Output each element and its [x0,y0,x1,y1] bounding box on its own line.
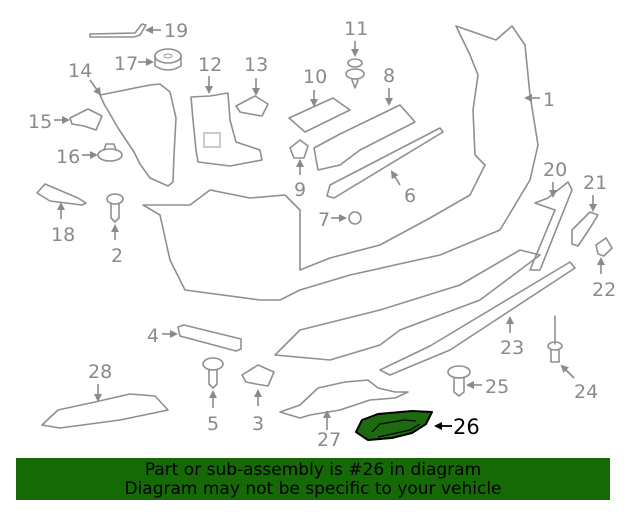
callout-9[interactable]: 9 [294,179,306,201]
callout-19[interactable]: 19 [164,20,188,42]
callout-22[interactable]: 22 [592,279,616,301]
callout-10[interactable]: 10 [303,66,327,88]
part-2-screw [106,193,124,240]
callout-6[interactable]: 6 [404,185,416,207]
callout-23[interactable]: 23 [500,337,524,359]
part-26-tow-eye-cover-highlighted[interactable] [355,410,452,441]
callout-3[interactable]: 3 [252,413,264,435]
part-3-clip [241,364,275,406]
callout-11[interactable]: 11 [344,18,368,40]
banner-line-part-info: Part or sub-assembly is #26 in diagram [144,460,482,480]
part-lower-diffuser [274,249,541,361]
part-27-heat-shield [279,379,409,430]
part-25-screw [447,365,482,397]
callout-2[interactable]: 2 [111,245,123,267]
part-13-clip [235,78,269,117]
part-21-bracket [571,195,599,247]
callout-1[interactable]: 1 [543,89,555,111]
callout-20[interactable]: 20 [543,159,567,181]
part-28-reflector-trim [41,384,169,429]
callout-21[interactable]: 21 [583,172,607,194]
info-banner: Part or sub-assembly is #26 in diagram D… [16,458,610,500]
part-7-nut [331,211,362,225]
part-1-bumper-cover [142,25,540,301]
callout-25[interactable]: 25 [485,376,509,398]
callout-27[interactable]: 27 [317,429,341,451]
callout-13[interactable]: 13 [244,54,268,76]
callout-15[interactable]: 15 [28,111,52,133]
part-22-cap [595,237,613,274]
callout-12[interactable]: 12 [198,54,222,76]
part-5-screw [202,357,224,408]
callout-17[interactable]: 17 [114,53,138,75]
part-9-clip [289,139,309,175]
part-19-trim-strip [89,23,161,38]
part-10-trim-plate [288,90,351,133]
parts-diagram: 19 17 14 15 16 12 13 10 [28,18,616,451]
callout-4[interactable]: 4 [147,325,159,347]
part-14-side-bracket [89,79,177,187]
callout-18[interactable]: 18 [51,224,75,246]
callout-26[interactable]: 26 [453,415,480,439]
part-24-pin [547,315,575,379]
part-15-clip [54,108,103,131]
part-17-bumper-pad [138,48,182,71]
callout-14[interactable]: 14 [68,60,92,82]
part-16-nut [82,143,123,162]
callout-8[interactable]: 8 [383,65,395,87]
part-6-upper-strip [326,127,444,199]
part-12-side-bracket [190,76,263,167]
callout-7[interactable]: 7 [318,209,330,231]
callout-16[interactable]: 16 [56,146,80,168]
part-11-push-rivet [345,41,365,89]
callout-5[interactable]: 5 [207,413,219,435]
callout-28[interactable]: 28 [88,361,112,383]
part-20-lower-trim [529,181,573,271]
part-23-lower-moulding [379,261,576,376]
part-4-reflector-strip [162,324,242,352]
part-18-reflector [36,183,87,219]
part-8-guide-bracket [313,88,416,171]
callout-24[interactable]: 24 [574,381,598,403]
banner-line-disclaimer: Diagram may not be specific to your vehi… [124,479,502,499]
